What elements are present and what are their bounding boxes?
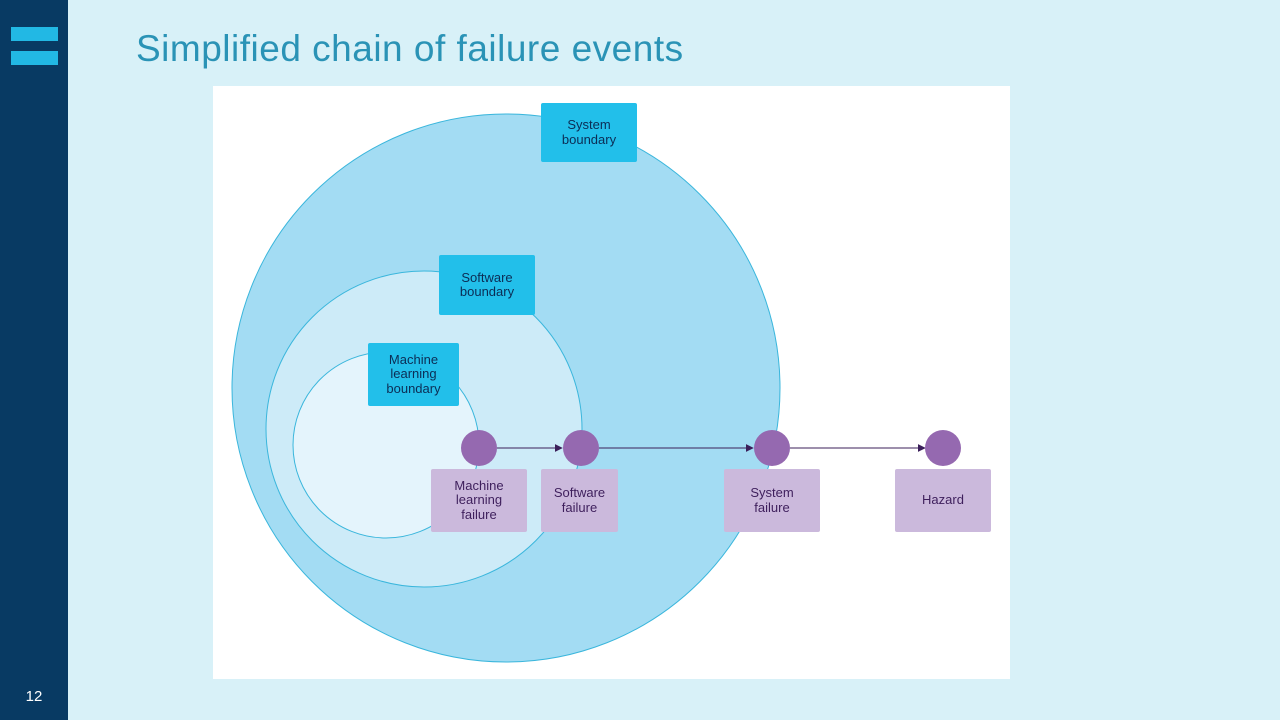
ml-failure-node: [461, 430, 497, 466]
logo-bar-top: [11, 27, 58, 41]
sidebar: 12: [0, 0, 68, 720]
hazard-label: Hazard: [895, 469, 991, 532]
system-failure-node: [754, 430, 790, 466]
logo-bar-bottom: [11, 51, 58, 65]
hazard-node: [925, 430, 961, 466]
failure-chain-diagram: [231, 113, 961, 663]
software-failure-node: [563, 430, 599, 466]
page-number: 12: [25, 688, 43, 705]
slide-title: Simplified chain of failure events: [136, 28, 684, 69]
